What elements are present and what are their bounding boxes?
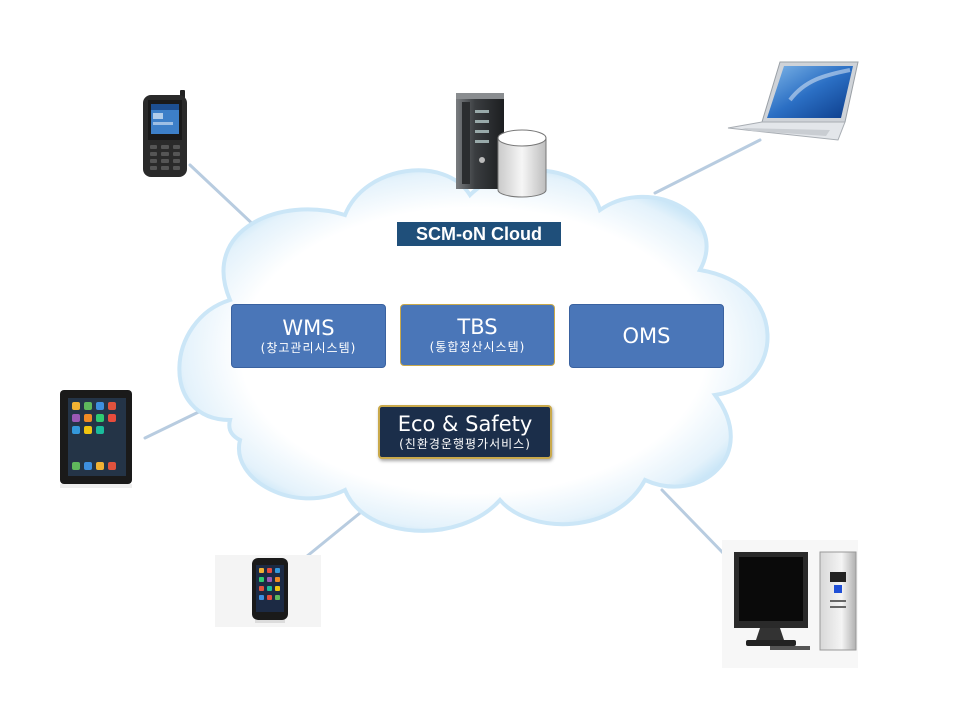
wms-module: WMS (창고관리시스템) — [231, 304, 386, 368]
eco-safety-title: Eco & Safety — [397, 412, 533, 436]
laptop-icon — [727, 61, 859, 141]
connector-desktop — [660, 488, 727, 557]
server-icon — [456, 93, 504, 189]
eco-safety-module: Eco & Safety (친환경운행평가서비스) — [378, 405, 552, 459]
pda-handheld-icon — [143, 90, 187, 177]
tablet-icon — [60, 390, 132, 488]
tbs-module: TBS (통합정산시스템) — [400, 304, 555, 366]
tbs-subtitle: (통합정산시스템) — [429, 340, 526, 354]
tbs-title: TBS — [457, 315, 498, 339]
wms-subtitle: (창고관리시스템) — [260, 341, 357, 355]
smartphone-icon — [215, 555, 321, 627]
oms-title: OMS — [622, 324, 671, 348]
database-icon — [497, 129, 547, 198]
connector-laptop — [653, 138, 762, 195]
cloud-label: SCM-oN Cloud — [397, 222, 561, 246]
oms-module: OMS — [569, 304, 724, 368]
desktop-computer-icon — [722, 540, 858, 668]
eco-safety-subtitle: (친환경운행평가서비스) — [399, 437, 531, 451]
wms-title: WMS — [282, 316, 335, 340]
